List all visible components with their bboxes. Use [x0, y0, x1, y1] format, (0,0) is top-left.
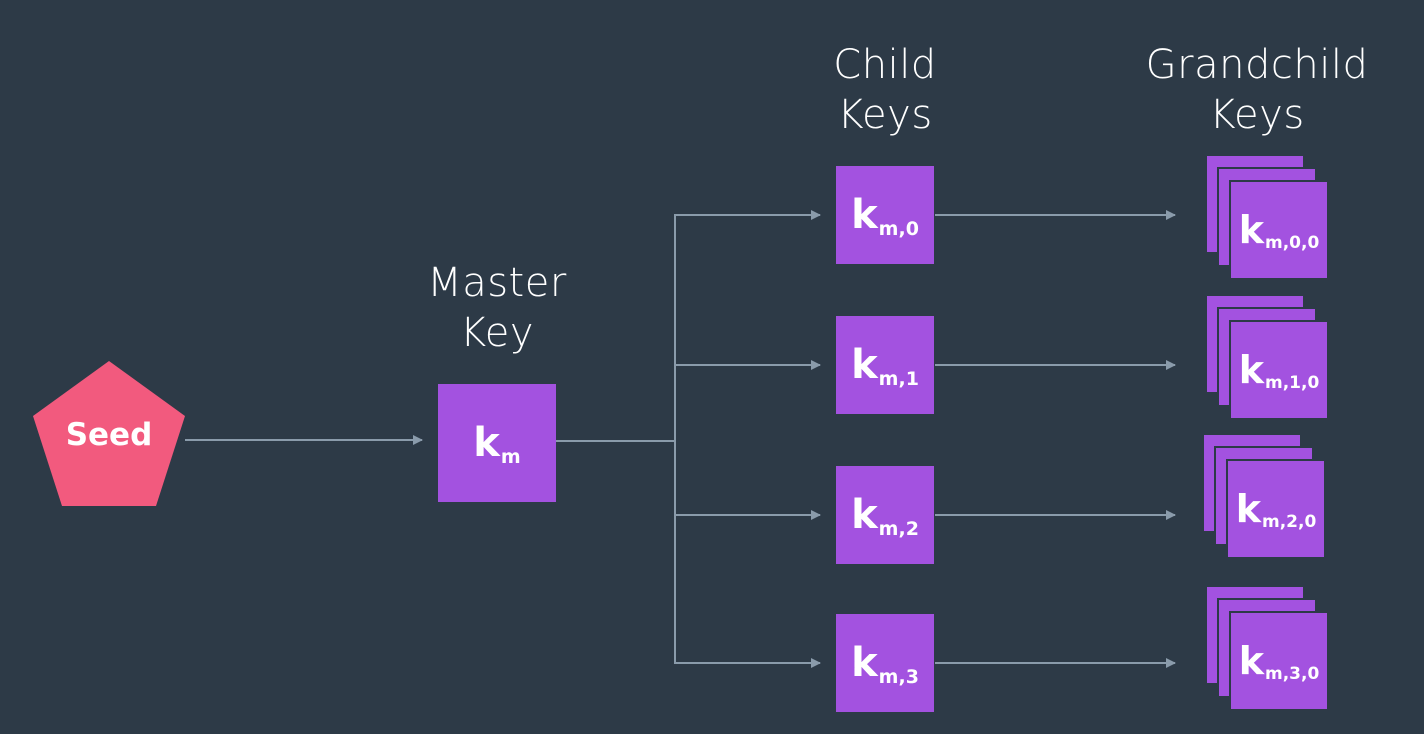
grandchild-keys-heading: Grandchild Keys — [1132, 40, 1382, 140]
grandchild-keys-heading-line-1: Grandchild — [1145, 42, 1369, 88]
seed-label: Seed — [65, 417, 153, 453]
child-key-symbol: k — [851, 640, 878, 686]
master-key-heading-line-2: Key — [459, 310, 535, 356]
grandchild-key-symbol: k — [1238, 348, 1264, 392]
child-key-subscript: m,0 — [878, 218, 919, 240]
child-key-subscript: m,3 — [878, 666, 919, 688]
grandchild-key-subscript: m,2,0 — [1261, 512, 1317, 532]
master-key-heading: Master Key — [397, 258, 597, 358]
seed-pentagon-shape — [33, 361, 185, 506]
child-keys-heading-line-1: Child — [833, 42, 937, 88]
grandchild-key-subscript: m,3,0 — [1264, 664, 1320, 684]
child-key-subscript: m,1 — [878, 368, 919, 390]
child-key-symbol: k — [851, 192, 878, 238]
child-keys-heading: Child Keys — [785, 40, 985, 140]
child-key-symbol: k — [851, 492, 878, 538]
seed-node: Seed — [33, 361, 185, 506]
grandchild-key-symbol: k — [1235, 487, 1261, 531]
master-key-heading-line-1: Master — [427, 260, 567, 306]
grandchild-key-subscript: m,0,0 — [1264, 233, 1320, 253]
child-key-symbol: k — [851, 342, 878, 388]
child-key-subscript: m,2 — [878, 518, 919, 540]
grandchild-key-symbol: k — [1238, 208, 1264, 252]
master-key-symbol: k — [473, 420, 500, 466]
grandchild-keys-heading-line-2: Keys — [1209, 92, 1305, 138]
child-keys-heading-line-2: Keys — [837, 92, 933, 138]
grandchild-key-symbol: k — [1238, 639, 1264, 683]
master-key-subscript: m — [500, 446, 521, 468]
grandchild-key-subscript: m,1,0 — [1264, 373, 1320, 393]
